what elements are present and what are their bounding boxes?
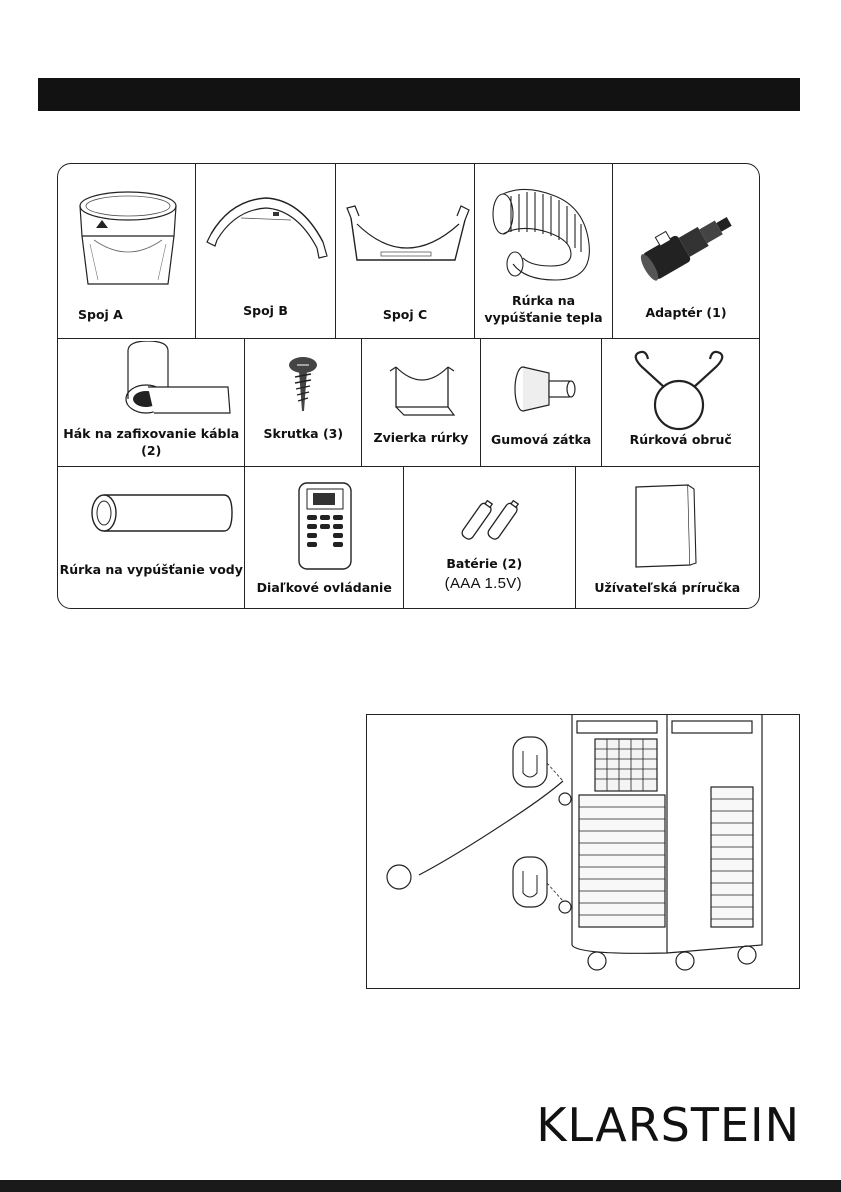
part-cell-cable-hook: Hák na zafixovanie kábla (2)	[58, 339, 245, 466]
part-label-joint-c: Spoj C	[336, 306, 474, 323]
adapter-icon	[633, 204, 743, 284]
rubber-plug-icon	[509, 361, 589, 417]
part-label-cable-hook: Hák na zafixovanie kábla (2)	[58, 425, 244, 459]
cable-hook-icon	[118, 341, 238, 421]
part-label-pipe-clamp: Zvierka rúrky	[362, 429, 480, 446]
parts-row-1: Spoj A Spoj B Spoj C	[58, 164, 759, 339]
part-sublabel-batteries: (AAA 1.5V)	[392, 575, 575, 592]
part-cell-joint-a: Spoj A	[58, 164, 196, 338]
air-conditioner-rear-icon	[367, 715, 799, 988]
part-cell-user-manual: Užívateľská príručka	[576, 467, 759, 608]
screw-icon	[283, 355, 323, 415]
part-cell-joint-b: Spoj B	[196, 164, 336, 338]
parts-table: Spoj A Spoj B Spoj C	[57, 163, 760, 609]
pipe-ring-icon	[624, 347, 734, 437]
part-label-joint-b: Spoj B	[196, 302, 335, 319]
part-label-rubber-plug: Gumová zátka	[481, 431, 602, 448]
header-bar	[38, 78, 800, 111]
part-cell-joint-c: Spoj C	[336, 164, 475, 338]
part-label-pipe-ring: Rúrková obruč	[602, 431, 759, 448]
part-cell-remote: Diaľkové ovládanie	[245, 467, 404, 608]
unit-rear-illustration	[366, 714, 800, 989]
duct-joint-a-icon	[68, 184, 188, 294]
part-label-remote: Diaľkové ovládanie	[245, 579, 403, 596]
batteries-icon	[456, 497, 526, 547]
part-cell-screw: Skrutka (3)	[245, 339, 362, 466]
pipe-clamp-icon	[382, 357, 462, 419]
part-label-exhaust-hose: Rúrka na vypúšťanie tepla	[475, 292, 612, 326]
part-label-batteries: Batérie (2)	[394, 555, 575, 572]
part-cell-batteries: Batérie (2) (AAA 1.5V)	[404, 467, 576, 608]
part-cell-drain-hose: Rúrka na vypúšťanie vody	[58, 467, 245, 608]
exhaust-hose-icon	[485, 184, 605, 294]
duct-joint-c-icon	[341, 194, 471, 294]
remote-control-icon	[295, 481, 355, 571]
part-label-joint-a: Spoj A	[78, 306, 195, 323]
footer-bar	[0, 1180, 841, 1192]
drain-hose-icon	[84, 487, 234, 537]
parts-row-2: Hák na zafixovanie kábla (2) Skrutka (3)	[58, 339, 759, 467]
brand-logo: KLARSTEIN	[536, 1098, 800, 1152]
part-label-adapter: Adaptér (1)	[613, 304, 759, 321]
part-cell-adapter: Adaptér (1)	[613, 164, 759, 338]
part-cell-rubber-plug: Gumová zátka	[481, 339, 603, 466]
part-cell-pipe-clamp: Zvierka rúrky	[362, 339, 481, 466]
part-label-screw: Skrutka (3)	[245, 425, 361, 442]
part-cell-pipe-ring: Rúrková obruč	[602, 339, 759, 466]
part-label-user-manual: Užívateľská príručka	[576, 579, 759, 596]
user-manual-icon	[632, 481, 702, 571]
duct-joint-b-icon	[201, 186, 331, 286]
parts-row-3: Rúrka na vypúšťanie vody Diaľkové ovláda…	[58, 467, 759, 608]
part-cell-exhaust-hose: Rúrka na vypúšťanie tepla	[475, 164, 613, 338]
part-label-drain-hose: Rúrka na vypúšťanie vody	[58, 561, 244, 578]
